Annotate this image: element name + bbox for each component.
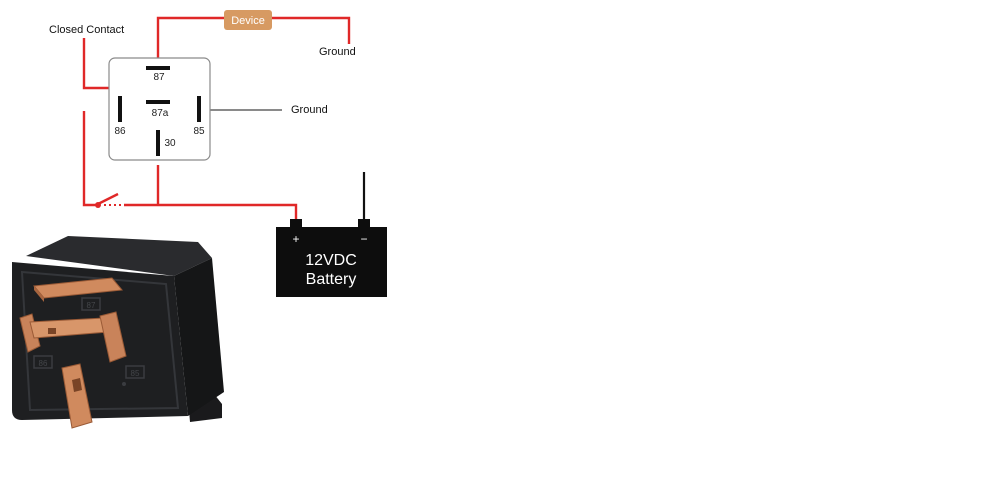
terminal-87 [146,66,170,70]
battery-minus-sign: − [360,232,367,246]
relay-face-frame [20,270,180,412]
pin-label-86: 86 [114,126,126,137]
battery-label-line2: Battery [306,271,357,288]
battery-body [276,227,387,297]
relay-front-face [12,262,188,420]
relay-emboss-85-label: 85 [131,369,140,378]
relay-box [108,57,211,161]
wire-87-to-device [156,16,226,66]
relay-top-face [26,236,212,276]
terminal-30 [156,130,160,156]
copper-blades [19,277,127,429]
pin-label-30: 30 [164,138,176,149]
relay-side-face [174,258,224,416]
battery-terminal-negative [358,219,370,228]
blade-87 [33,277,123,299]
blade-85 [61,363,93,429]
blade-86 [19,313,41,353]
relay-photo: 87 86 85 [12,236,224,429]
terminal-87a [146,100,170,104]
relay-schematic: 87 87a 86 85 30 [108,57,211,161]
device-label: Device [231,15,265,27]
battery-plus-sign: + [292,232,299,246]
relay-dot [122,382,126,386]
wire-86-to-switch [82,111,96,207]
relay-emboss-86-label: 86 [39,359,48,368]
switch-pivot [95,202,101,208]
ground-label-middle: Ground [291,104,328,116]
battery: + − 12VDC Battery [276,219,387,297]
wire-device-to-ground [271,16,351,44]
battery-label-line1: 12VDC [305,252,357,269]
pin-label-87: 87 [153,72,165,83]
terminal-85 [197,96,201,122]
relay-emboss-87-label: 87 [87,301,96,310]
relay-emboss-87 [81,297,101,311]
closed-contact-label: Closed Contact [49,24,124,36]
relay-emboss-86 [33,355,53,369]
wire-bus-to-battery [124,203,298,220]
relay-emboss-85 [125,365,145,379]
battery-terminal-positive [290,219,302,228]
device-box: Device [224,10,272,30]
pin-label-87a: 87a [152,108,169,119]
switch [95,192,124,208]
ground-label-top: Ground [319,46,356,58]
blade-30 [99,311,127,363]
terminal-86 [118,96,122,122]
pin-label-85: 85 [193,126,205,137]
